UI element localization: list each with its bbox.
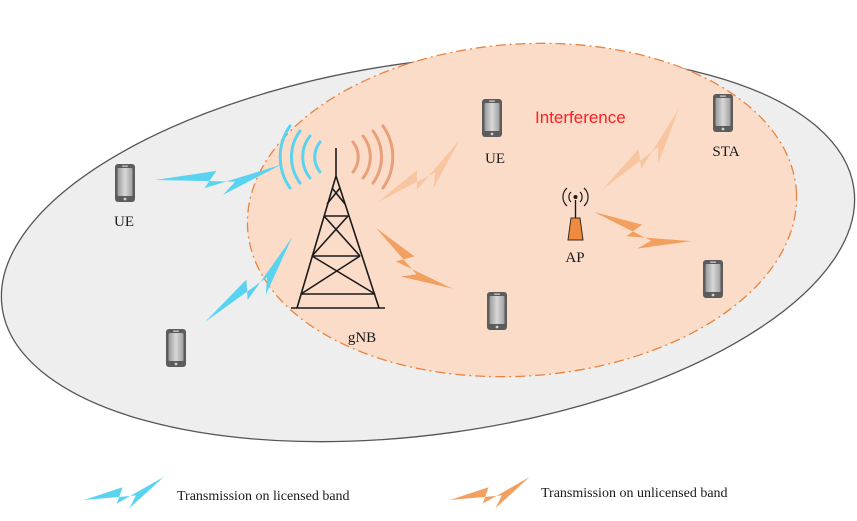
ue-top-smartphone-icon [482, 99, 502, 137]
gnb-label: gNB [348, 330, 376, 346]
legend-unlicensed-label: Transmission on unlicensed band [541, 486, 728, 501]
ue-top-label: UE [485, 151, 505, 167]
sta-smartphone-icon [713, 94, 733, 132]
tower-signal-unlicensed-icon [351, 124, 395, 190]
access-point-icon [562, 187, 589, 241]
tower-signal-licensed-icon [278, 124, 322, 190]
ue-bottom-smartphone-icon [166, 329, 186, 367]
legend-licensed-label: Transmission on licensed band [177, 489, 350, 504]
legend-unlicensed-bolt-icon [448, 477, 534, 515]
ap-label: AP [565, 250, 584, 266]
sta-label: STA [712, 144, 739, 160]
ue-left-label: UE [114, 214, 134, 230]
ue-right-smartphone-icon [703, 260, 723, 298]
interference-label: Interference [535, 108, 626, 127]
cell-tower-icon [291, 148, 385, 309]
ue-middle-smartphone-icon [487, 292, 507, 330]
ue-left-smartphone-icon [115, 164, 135, 202]
legend-licensed-bolt-icon [82, 477, 168, 515]
